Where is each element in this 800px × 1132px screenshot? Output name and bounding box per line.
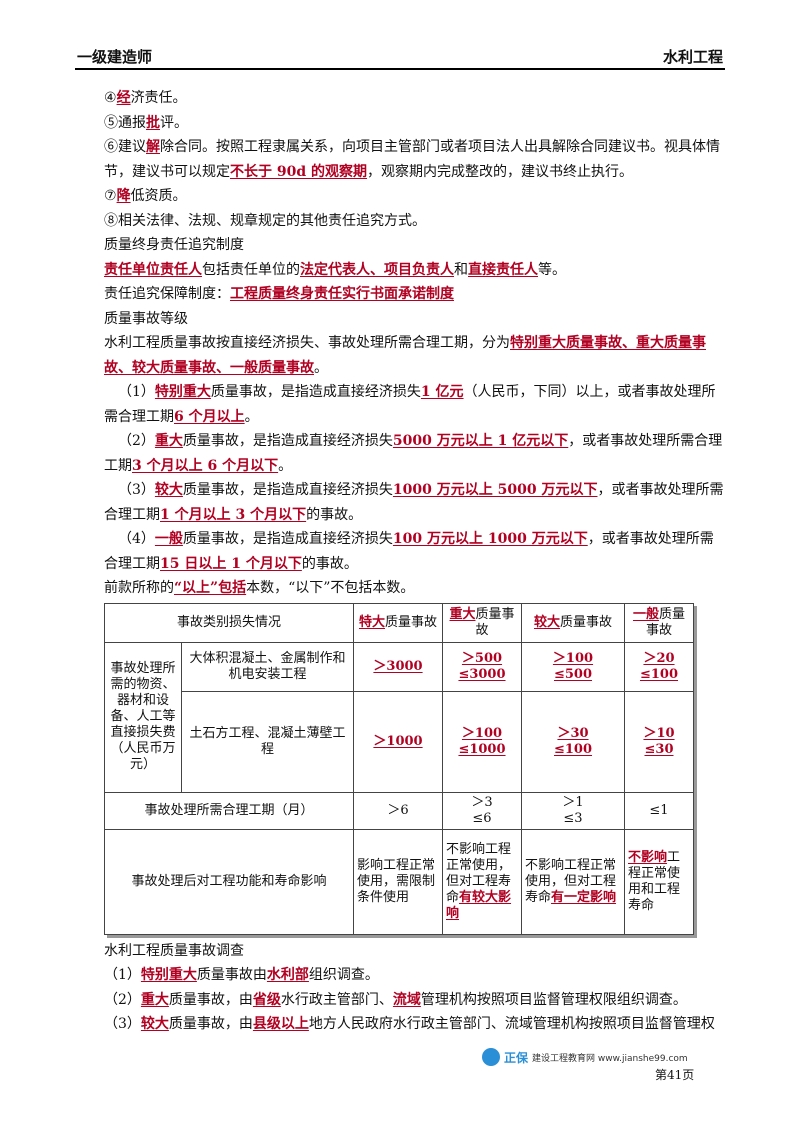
row-label: 事故处理后对工程功能和寿命影响 [104, 828, 354, 935]
table-cell: ＞1≤3 [521, 791, 625, 830]
range-note: 前款所称的“以上”包括本数，“以下”不包括本数。 [104, 580, 415, 596]
item-6: ⑥建议解除合同。按照工程隶属关系，向项目主管部门或者项目法人出具解除合同建议书。… [104, 139, 720, 180]
grade-2: （2）重大质量事故，是指造成直接经济损失5000 万元以上 1 亿元以下，或者事… [104, 433, 723, 474]
brand-site: 建设工程教育网 www.jianshe99.com [532, 1053, 688, 1064]
table-cell: 不影响工程正常使用，但对工程寿命有较大影响 [442, 828, 522, 935]
table-cell: ＞10≤30 [624, 690, 694, 793]
row-label: 土石方工程、混凝土薄壁工程 [181, 690, 354, 793]
table-cell: ＞100≤1000 [442, 690, 522, 793]
row-label: 事故处理所需合理工期（月） [104, 791, 354, 830]
table-cell: ＞30≤100 [521, 690, 625, 793]
th-grade-3: 较大质量事故 [521, 602, 625, 643]
table-row: 事故处理所需合理工期（月） ＞6 ＞3≤6 ＞1≤3 ≤1 [104, 791, 694, 830]
table-header-row: 事故类别损失情况 特大质量事故 重大质量事故 较大质量事故 一般质量事故 [104, 602, 694, 643]
table-cell: ＞6 [353, 791, 443, 830]
grade-4: （4）一般质量事故，是指造成直接经济损失100 万元以上 1000 万元以下，或… [104, 531, 714, 572]
accident-grade-table: 事故类别损失情况 特大质量事故 重大质量事故 较大质量事故 一般质量事故 事故处… [104, 602, 694, 935]
loss-label: 事故处理所需的物资、器材和设备、人工等直接损失费（人民币万元） [104, 641, 182, 793]
brand-mark-icon [482, 1048, 500, 1066]
table-cell: 不影响工程正常使用和工程寿命 [624, 828, 694, 935]
header-right: 水利工程 [662, 48, 723, 66]
investigation-heading: 水利工程质量事故调查 [104, 942, 244, 959]
th-grade-4: 一般质量事故 [624, 602, 694, 643]
investigation-3: （3）较大质量事故，由县级以上地方人民政府水行政主管部门、流域管理机构按照项目监… [104, 1016, 715, 1032]
row-label: 大体积混凝土、金属制作和机电安装工程 [181, 641, 354, 692]
table-cell: ≤1 [624, 791, 694, 830]
grade-heading: 质量事故等级 [104, 310, 188, 327]
page-number: 第41页 [655, 1068, 695, 1082]
table-cell: ＞100≤500 [521, 641, 625, 692]
main-content: ④经济责任。 ⑤通报批评。 ⑥建议解除合同。按照工程隶属关系，向项目主管部门或者… [104, 86, 724, 1037]
lifetime-heading: 质量终身责任追究制度 [104, 237, 244, 253]
table-row: 事故处理后对工程功能和寿命影响 影响工程正常使用，需限制条件使用 不影响工程正常… [104, 828, 694, 935]
investigation-2: （2）重大质量事故，由省级水行政主管部门、流域管理机构按照项目监督管理权限组织调… [104, 991, 687, 1008]
table-cell: ＞3000 [353, 641, 443, 692]
table-row: 事故处理所需的物资、器材和设备、人工等直接损失费（人民币万元） 大体积混凝土、金… [104, 641, 694, 793]
table-cell: ＞500≤3000 [442, 641, 522, 692]
lifetime-body: 责任单位责任人包括责任单位的法定代表人、项目负责人和直接责任人等。 [104, 261, 566, 278]
guarantee-system: 责任追究保障制度：工程质量终身责任实行书面承诺制度 [104, 286, 454, 302]
page-header: 一级建造师 水利工程 [75, 42, 725, 70]
header-left: 一级建造师 [77, 48, 153, 66]
investigation-1: （1）特别重大质量事故由水利部组织调查。 [104, 967, 379, 983]
th-grade-2: 重大质量事故 [442, 602, 522, 643]
grade-intro: 水利工程质量事故按直接经济损失、事故处理所需合理工期，分为特别重大质量事故、重大… [104, 335, 706, 376]
table-cell: ＞3≤6 [442, 791, 522, 830]
item-5: ⑤通报批评。 [104, 114, 188, 131]
logo: 正保 建设工程教育网 www.jianshe99.com [482, 1048, 688, 1066]
brand-name: 正保 [504, 1050, 529, 1065]
grade-3: （3）较大质量事故，是指造成直接经济损失1000 万元以上 5000 万元以下，… [104, 482, 724, 523]
table-cell: 影响工程正常使用，需限制条件使用 [353, 828, 443, 935]
th-grade-1: 特大质量事故 [353, 602, 443, 643]
table-cell: ＞20≤100 [624, 641, 694, 692]
item-4: ④经济责任。 [104, 90, 187, 106]
table-cell: ＞1000 [353, 690, 443, 793]
th-category: 事故类别损失情况 [104, 602, 354, 643]
footer-logo: 正保 建设工程教育网 www.jianshe99.com [482, 1048, 688, 1070]
item-7: ⑦降低资质。 [104, 188, 187, 204]
grade-1: （1）特别重大质量事故，是指造成直接经济损失1 亿元（人民币，下同）以上，或者事… [104, 384, 716, 425]
table-cell: 不影响工程正常使用，但对工程寿命有一定影响 [521, 828, 625, 935]
table-row: 土石方工程、混凝土薄壁工程 ＞1000 ＞100≤1000 ＞30≤100 ＞1… [105, 690, 694, 793]
item-8: ⑧相关法律、法规、规章规定的其他责任追究方式。 [104, 212, 426, 229]
